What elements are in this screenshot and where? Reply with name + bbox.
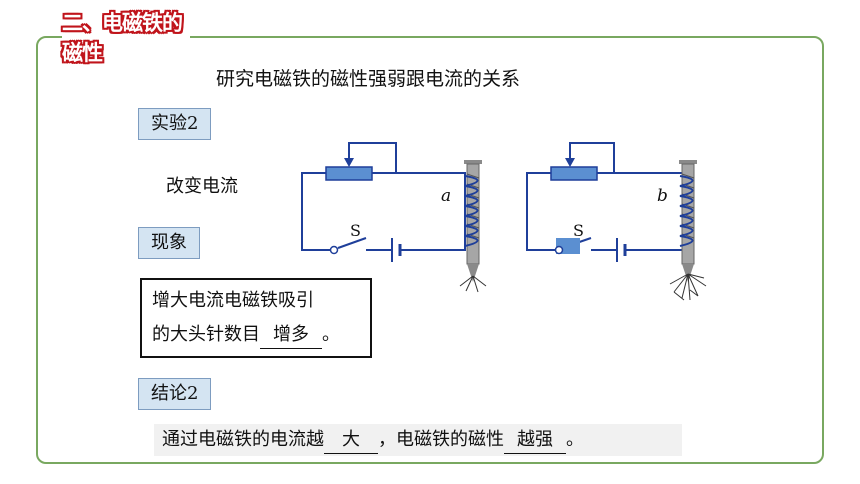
- electromagnet-b: [679, 160, 697, 282]
- phenomenon-prefix: 的大头针数目: [152, 324, 260, 345]
- circuit-b-rheostat: [550, 166, 598, 181]
- phenomenon-suffix: 。: [322, 324, 340, 345]
- phenomenon-answer: 增多: [260, 322, 322, 349]
- change-current-label: 改变电流: [166, 176, 238, 197]
- section-title: 二、电磁铁的磁性: [62, 11, 190, 65]
- phenomenon-tag: 现象: [138, 227, 200, 259]
- circuit-a-rheostat: [325, 166, 373, 181]
- circuit-a-switch-label: S: [350, 221, 361, 240]
- experiment-tag: 实验2: [138, 108, 212, 140]
- circuit-a-wires: [301, 172, 466, 251]
- conclusion-part-1: 通过电磁铁的电流越: [162, 429, 324, 450]
- circuit-a-switch-pivot: [329, 245, 339, 255]
- conclusion-answer-2: 越强: [504, 427, 566, 454]
- conclusion-sentence: 通过电磁铁的电流越大，电磁铁的磁性越强。: [154, 424, 682, 456]
- circuit-a-slider-arrow: [344, 158, 354, 167]
- circuit-b-switch-label: S: [573, 221, 584, 240]
- page-subtitle: 研究电磁铁的磁性强弱跟电流的关系: [216, 68, 521, 90]
- conclusion-part-2: ，电磁铁的磁性: [378, 429, 504, 450]
- pins-b: [669, 273, 707, 301]
- circuit-b-slider-wire: [569, 142, 615, 173]
- electromagnet-a: [464, 160, 482, 282]
- pins-a: [459, 275, 487, 293]
- conclusion-answer-1: 大: [324, 427, 378, 454]
- phenomenon-line-1: 增大电流电磁铁吸引: [152, 290, 314, 311]
- circuit-b-label: b: [657, 186, 668, 206]
- phenomenon-box: 增大电流电磁铁吸引 的大头针数目增多。: [140, 278, 372, 358]
- circuit-b-switch-pivot: [554, 245, 564, 255]
- conclusion-tag: 结论2: [138, 378, 212, 410]
- circuit-a: [301, 142, 466, 251]
- conclusion-part-3: 。: [566, 429, 584, 450]
- phenomenon-line-2: 的大头针数目增多。: [152, 318, 360, 352]
- content-frame: [36, 36, 824, 464]
- circuit-a-slider-wire: [348, 142, 397, 173]
- circuit-b-slider-arrow: [565, 158, 575, 167]
- circuit-a-label: a: [441, 186, 451, 206]
- section-title-text: 二、电磁铁的磁性: [62, 11, 183, 65]
- circuit-b-wires: [526, 172, 691, 251]
